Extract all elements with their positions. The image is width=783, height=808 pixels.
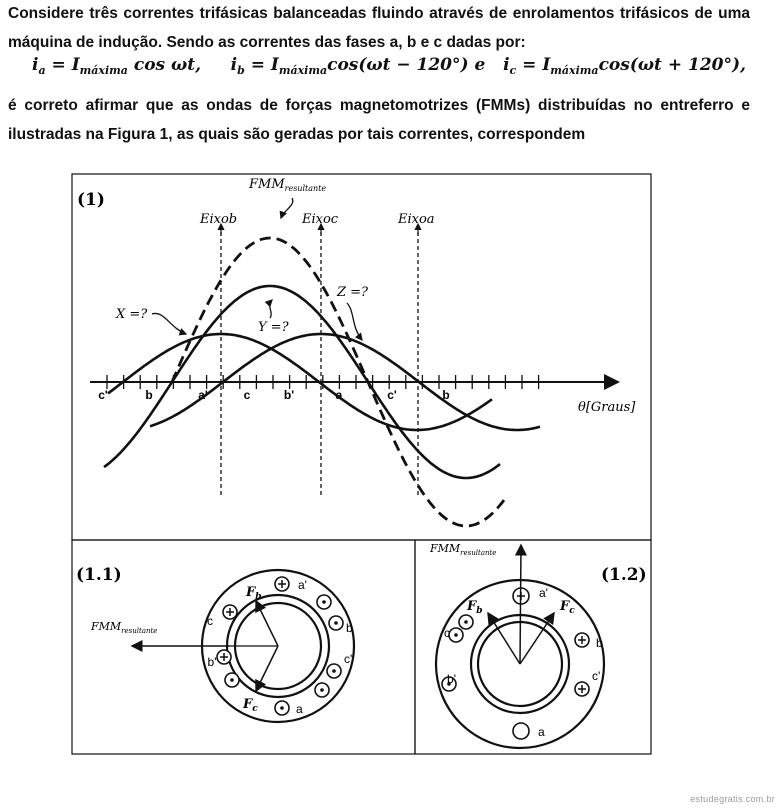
- eq-c: ic = Imáximacos(ωt + 120°),: [503, 55, 746, 77]
- machine-diagram-1-1: a' b c' a c b' Fb Fc FMMresultante: [90, 568, 356, 724]
- tick-label: c: [244, 388, 251, 402]
- fb-vector-1-1: [255, 599, 279, 647]
- question-body: é correto afirmar que as ondas de forças…: [8, 97, 750, 143]
- y-label: Y =?: [258, 320, 290, 335]
- coil-label: a: [296, 702, 303, 716]
- theta-label: θ[Graus]: [578, 400, 636, 415]
- tick-label: a': [198, 388, 208, 402]
- coil-label: c: [207, 614, 213, 628]
- fmm-resultant-wave: [170, 236, 506, 528]
- coil-label: c': [592, 669, 600, 683]
- eq-b: ib = Imáximacos(ωt − 120°): [230, 55, 469, 77]
- coil-label: b: [596, 636, 603, 650]
- dot-symbol: [230, 678, 234, 682]
- fmm-resultant-vector-1-2: [514, 543, 527, 665]
- fmm-wave-y: [103, 284, 501, 480]
- dot-symbol: [334, 621, 338, 625]
- panel-1-1-frame: [71, 539, 416, 755]
- machine-diagram-1-2: a' a c b b' c' Fb Fc FMMresultante: [429, 542, 606, 750]
- coil-label: b': [208, 655, 217, 669]
- coil-label: a': [298, 578, 307, 592]
- tick-marks: [106, 375, 540, 389]
- fc-label-1-2: Fc: [559, 599, 575, 616]
- coil: c: [207, 604, 238, 628]
- coil: a': [512, 586, 548, 605]
- coil-label: a': [539, 586, 548, 600]
- tick-label: c': [98, 388, 108, 402]
- dot-symbol: [322, 600, 326, 604]
- fmm-resultant-pointer: [279, 197, 294, 220]
- dot-symbol: [447, 682, 451, 686]
- fmm-resultant-label: FMMresultante: [248, 177, 326, 193]
- tick-label: c': [387, 388, 397, 402]
- fb-label-1-2: Fb: [466, 599, 483, 616]
- fmm-wave-x: [107, 332, 493, 432]
- dot-symbol: [280, 706, 284, 710]
- question-intro: Considere três correntes trifásicas bala…: [8, 5, 750, 51]
- tick-labels: c' b a' c b' a c' b: [98, 388, 449, 402]
- dot-symbol: [464, 620, 468, 624]
- coil: [224, 672, 240, 688]
- coil-label: c': [344, 652, 352, 666]
- coil: [316, 594, 332, 610]
- watermark: estudegratis.com.br: [690, 794, 775, 804]
- axis-a-label: Eixoa: [397, 212, 435, 227]
- coils-1-1: a' b c' a c b': [207, 576, 353, 716]
- fb-label-1-1: Fb: [245, 585, 262, 602]
- dot-symbol: [454, 633, 458, 637]
- panel-1-1-label: (1.1): [76, 565, 122, 585]
- axis-b-label: Eixob: [199, 212, 237, 227]
- coil: a': [274, 576, 307, 592]
- z-label: Z =?: [336, 285, 369, 300]
- fmm-resultant-label-1-2: FMMresultante: [429, 542, 496, 557]
- panel-1-2-frame: [414, 539, 652, 755]
- coil: b': [441, 672, 457, 692]
- coil: [314, 682, 330, 698]
- coil-label: b: [346, 621, 353, 635]
- fc-vector-1-2: [519, 611, 555, 665]
- dot-symbol: [320, 688, 324, 692]
- coil: b: [574, 632, 603, 650]
- tick-label: b': [284, 388, 294, 402]
- z-pointer: [346, 302, 363, 342]
- current-equations: ia = Imáxima cos ωt, ib = Imáximacos(ωt …: [32, 55, 772, 77]
- coil: a: [512, 722, 545, 740]
- fmm-wave-z: [149, 332, 541, 432]
- y-pointer: [264, 299, 273, 319]
- coil: c': [326, 652, 352, 679]
- x-pointer: [151, 312, 188, 336]
- coil: [458, 614, 474, 630]
- panel-1-label: (1): [77, 190, 105, 210]
- coil: b': [208, 649, 232, 669]
- x-label: X =?: [115, 307, 148, 322]
- coil: c': [574, 669, 600, 697]
- coil: a: [274, 700, 303, 716]
- tick-label: a: [336, 388, 343, 402]
- coil-label: a: [538, 725, 545, 739]
- coil: c: [444, 626, 464, 643]
- coil: b: [328, 615, 353, 635]
- fc-label-1-1: Fc: [242, 697, 258, 714]
- eq-a: ia = Imáxima cos ωt,: [32, 55, 201, 77]
- tick-label: b: [145, 388, 152, 402]
- coil-label: c: [444, 626, 450, 640]
- coil-label: b': [447, 672, 456, 686]
- tick-label: b: [442, 388, 449, 402]
- panel-1-2-label: (1.2): [601, 565, 647, 585]
- fc-vector-1-1: [255, 645, 279, 693]
- axis-c-label: Eixoc: [301, 212, 339, 227]
- eq-conj: e: [468, 55, 492, 75]
- fmm-resultant-label-1-1: FMMresultante: [90, 620, 157, 635]
- fb-vector-1-2: [487, 611, 521, 665]
- dot-symbol: [332, 669, 336, 673]
